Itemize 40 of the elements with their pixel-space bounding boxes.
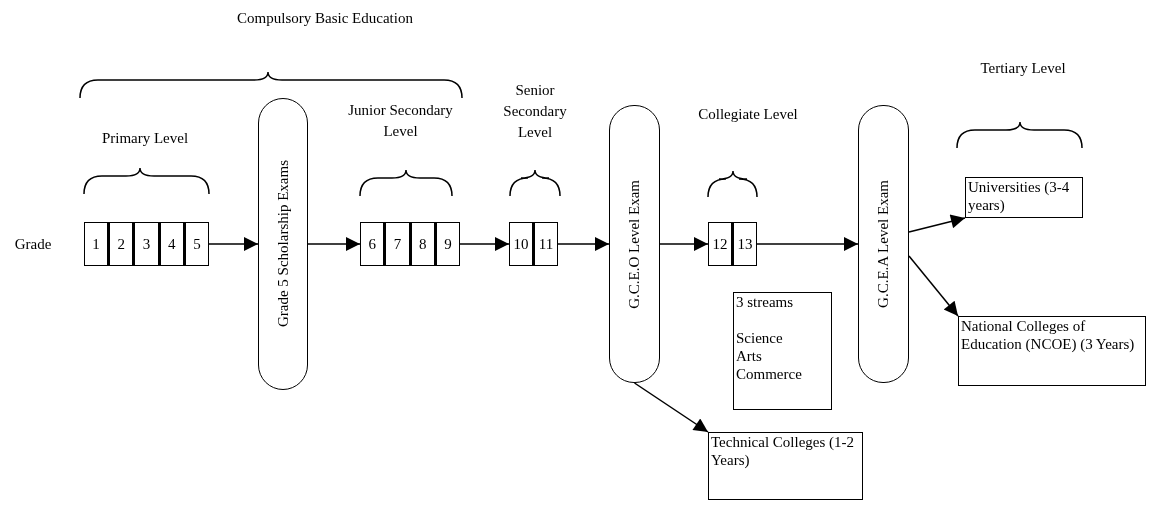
grade-strip (360, 222, 460, 266)
arrow (756, 237, 859, 251)
arrow (659, 237, 709, 251)
text-box: Technical Colleges (1-2 Years) (708, 432, 863, 500)
exam-capsule: G.C.E.A Level Exam (858, 105, 909, 383)
arrow (633, 382, 709, 433)
grade-cell: 8 (411, 223, 437, 265)
text-box: National Colleges of Education (NCOE) (3 Years) (958, 316, 1146, 386)
exam-capsule: G.C.E.O Level Exam (609, 105, 660, 383)
arrow (908, 214, 966, 233)
grade-cell: 12 (709, 223, 734, 265)
level-label: Grade (13, 235, 53, 254)
exam-capsule: Grade 5 Scholarship Exams (258, 98, 308, 390)
text-box: 3 streams Science Arts Commerce (733, 292, 832, 410)
grade-cell: 6 (361, 223, 387, 265)
grade-strip (509, 222, 558, 266)
grade-strip (84, 222, 209, 266)
grade-cell: 11 (535, 223, 557, 265)
grade-cell: 5 (185, 223, 208, 265)
grade-cell: 13 (734, 223, 756, 265)
level-label: Primary Level (100, 129, 190, 148)
arrow (459, 237, 510, 251)
level-label: Senior Secondary Level (502, 81, 568, 142)
arrow (557, 237, 610, 251)
level-label: Junior Secondary Level (347, 101, 454, 141)
arrow (307, 237, 361, 251)
level-label: Tertiary Level (979, 59, 1067, 78)
grade-cell: 1 (85, 223, 111, 265)
grade-strip (708, 222, 757, 266)
level-label: Compulsory Basic Education (236, 9, 414, 28)
grade-cell: 10 (510, 223, 535, 265)
arrow (208, 237, 259, 251)
level-label: Collegiate Level (697, 105, 799, 124)
grade-cell: 9 (436, 223, 459, 265)
grade-cell: 7 (386, 223, 412, 265)
arrow (908, 255, 959, 317)
grade-cell: 3 (135, 223, 161, 265)
grade-cell: 2 (110, 223, 136, 265)
grade-cell: 4 (160, 223, 186, 265)
text-box: Universities (3-4 years) (965, 177, 1083, 218)
